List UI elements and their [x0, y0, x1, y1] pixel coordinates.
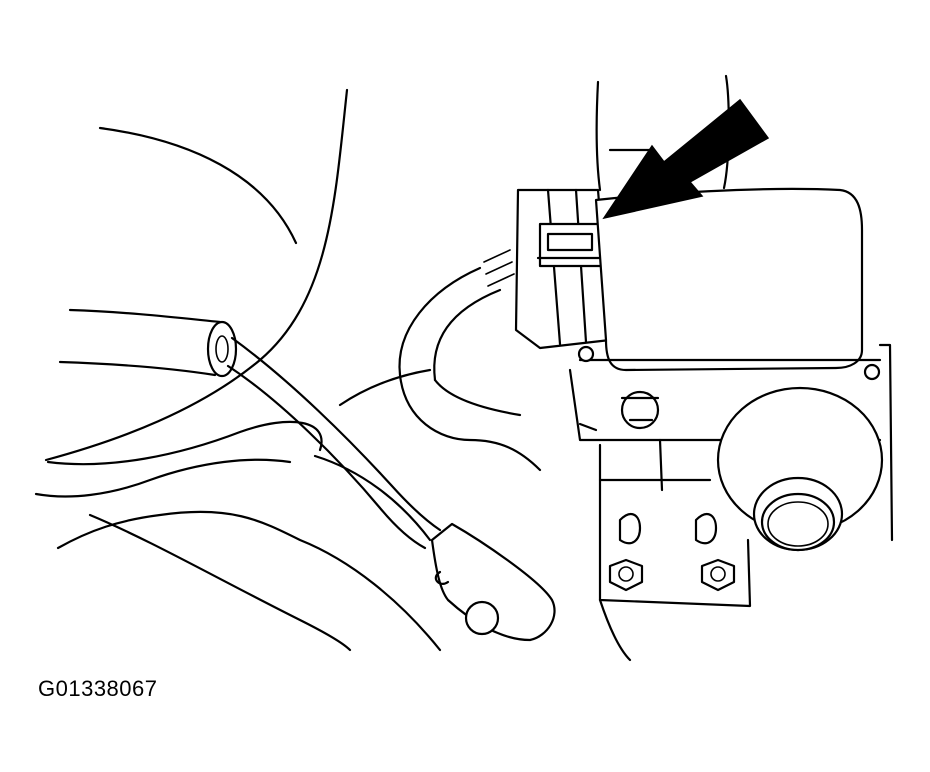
wiring-loom — [34, 368, 442, 652]
sensor-port — [716, 386, 884, 552]
pointer-arrow-icon — [602, 98, 770, 220]
sensor-housing — [568, 187, 894, 542]
harness-sheath — [58, 308, 238, 378]
figure-id-label: G01338067 — [38, 676, 158, 701]
connector-harness — [398, 249, 542, 472]
ground-cable — [226, 336, 556, 642]
mounting-bracket — [598, 438, 752, 662]
